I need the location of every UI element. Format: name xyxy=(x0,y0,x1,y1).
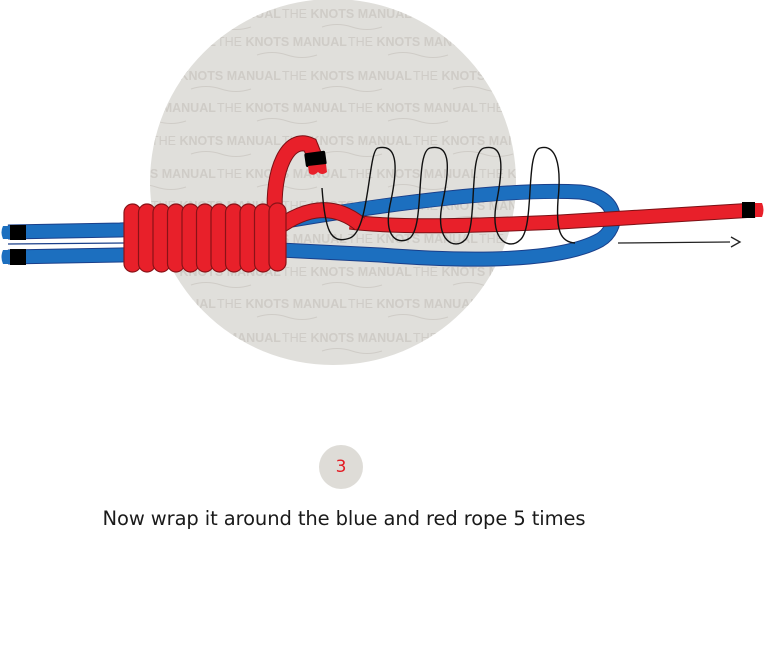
red-wraps xyxy=(123,202,287,273)
red-hook-tip xyxy=(304,150,327,168)
svg-text:THE KNOTS MANUAL: THE KNOTS MANUAL xyxy=(151,134,281,148)
svg-text:THE KNOTS MANUAL: THE KNOTS MANUAL xyxy=(479,297,609,311)
svg-text:THE KNOTS MANUAL: THE KNOTS MANUAL xyxy=(20,331,150,345)
svg-text:THE KNOTS MANUAL: THE KNOTS MANUAL xyxy=(0,297,85,311)
svg-text:THE KNOTS MANUAL: THE KNOTS MANUAL xyxy=(20,134,150,148)
svg-text:THE KNOTS MANUAL: THE KNOTS MANUAL xyxy=(0,167,85,181)
svg-text:THE KNOTS MANUAL: THE KNOTS MANUAL xyxy=(217,101,347,115)
svg-text:THE KNOTS MANUAL: THE KNOTS MANUAL xyxy=(544,134,674,148)
svg-text:THE KNOTS MANUAL: THE KNOTS MANUAL xyxy=(151,331,281,345)
svg-text:THE KNOTS MANUAL: THE KNOTS MANUAL xyxy=(86,297,216,311)
direction-arrow-icon xyxy=(617,236,742,248)
blue-rope-tips xyxy=(1,225,26,265)
svg-text:THE KNOTS MANUAL: THE KNOTS MANUAL xyxy=(282,331,412,345)
svg-text:THE KNOTS MANUAL: THE KNOTS MANUAL xyxy=(20,7,150,21)
svg-text:THE KNOTS MANUAL: THE KNOTS MANUAL xyxy=(217,35,347,49)
svg-text:THE KNOTS MANUAL: THE KNOTS MANUAL xyxy=(348,167,478,181)
svg-text:THE KNOTS MANUAL: THE KNOTS MANUAL xyxy=(413,265,543,279)
svg-text:THE KNOTS MANUAL: THE KNOTS MANUAL xyxy=(413,7,543,21)
svg-text:THE KNOTS MANUAL: THE KNOTS MANUAL xyxy=(479,35,609,49)
svg-text:THE KNOTS MANUAL: THE KNOTS MANUAL xyxy=(282,69,412,83)
svg-text:THE KNOTS MANUAL: THE KNOTS MANUAL xyxy=(86,101,216,115)
guide-line xyxy=(321,146,576,245)
step-number: 3 xyxy=(335,457,347,477)
svg-text:THE KNOTS MANUAL: THE KNOTS MANUAL xyxy=(479,101,609,115)
svg-text:THE KNOTS MANUAL: THE KNOTS MANUAL xyxy=(217,297,347,311)
svg-text:THE KNOTS MANUAL: THE KNOTS MANUAL xyxy=(20,69,150,83)
svg-text:THE KNOTS MANUAL: THE KNOTS MANUAL xyxy=(413,331,543,345)
svg-text:THE KNOTS MANUAL: THE KNOTS MANUAL xyxy=(86,35,216,49)
svg-text:THE KNOTS MANUAL: THE KNOTS MANUAL xyxy=(348,35,478,49)
step-number-badge: 3 xyxy=(319,445,363,489)
svg-text:THE KNOTS MANUAL: THE KNOTS MANUAL xyxy=(0,101,85,115)
svg-text:THE KNOTS MANUAL: THE KNOTS MANUAL xyxy=(348,232,478,246)
svg-text:THE KNOTS MANUAL: THE KNOTS MANUAL xyxy=(282,7,412,21)
svg-text:THE KNOTS MANUAL: THE KNOTS MANUAL xyxy=(544,331,674,345)
svg-text:THE KNOTS MANUAL: THE KNOTS MANUAL xyxy=(0,35,85,49)
svg-text:THE KNOTS MANUAL: THE KNOTS MANUAL xyxy=(544,69,674,83)
svg-text:THE KNOTS MANUAL: THE KNOTS MANUAL xyxy=(348,101,478,115)
svg-text:THE KNOTS MANUAL: THE KNOTS MANUAL xyxy=(151,69,281,83)
red-rope xyxy=(266,135,764,239)
svg-text:THE KNOTS MANUAL: THE KNOTS MANUAL xyxy=(151,7,281,21)
red-rope-tip xyxy=(742,202,755,218)
svg-text:THE KNOTS MANUAL: THE KNOTS MANUAL xyxy=(86,167,216,181)
svg-text:THE KNOTS MANUAL: THE KNOTS MANUAL xyxy=(413,69,543,83)
svg-text:THE KNOTS MANUAL: THE KNOTS MANUAL xyxy=(479,167,609,181)
svg-text:THE KNOTS MANUAL: THE KNOTS MANUAL xyxy=(544,7,674,21)
svg-text:THE KNOTS MANUAL: THE KNOTS MANUAL xyxy=(282,265,412,279)
svg-text:THE KNOTS MANUAL: THE KNOTS MANUAL xyxy=(544,265,674,279)
svg-text:THE KNOTS MANUAL: THE KNOTS MANUAL xyxy=(413,134,543,148)
svg-text:THE KNOTS MANUAL: THE KNOTS MANUAL xyxy=(348,297,478,311)
step-instruction: Now wrap it around the blue and red rope… xyxy=(102,507,586,530)
